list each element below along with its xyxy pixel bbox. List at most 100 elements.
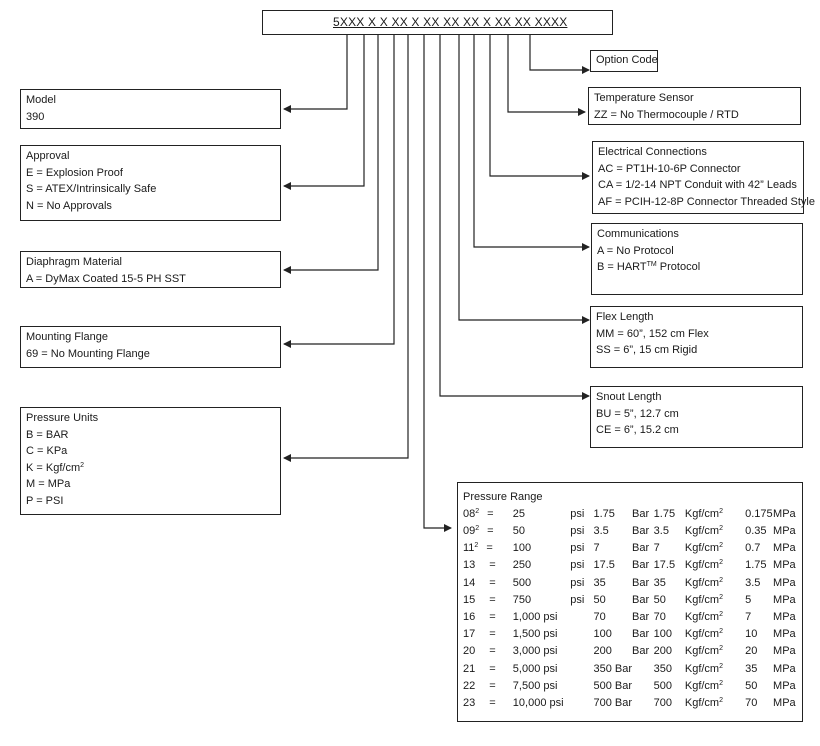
pressure-kgf-cell: 70 [654, 609, 685, 626]
footnote-superscript: 2 [475, 507, 480, 515]
pressure-code-cell-text: 14 [463, 576, 476, 589]
pressure-mpa-cell-text: 3.5 [745, 576, 761, 589]
pressure-units-option-c: C = KPa [26, 445, 68, 457]
connector-communications [473, 35, 590, 251]
connector-approval [283, 35, 365, 190]
pressure-mpa-cell: 70 [745, 695, 773, 712]
electrical-title: Electrical Connections [598, 146, 707, 158]
pressure-units-option-k-text: K = Kgf/cm [26, 461, 81, 474]
connector-model [283, 35, 348, 113]
equals-sign: = [489, 679, 496, 692]
pressure-bar-cell-text: 7 [593, 542, 600, 555]
equals-sign: = [489, 662, 496, 675]
pressure-units-box: Pressure Units B = BAR C = KPa K = Kgf/c… [20, 407, 281, 515]
equals-sign: = [489, 576, 496, 589]
pressure-code-cell-text: 16 [463, 610, 476, 623]
pressure-mpa-cell: 3.5 [745, 574, 773, 591]
pressure-psi-cell: 7,500 psi [513, 677, 570, 694]
pressure-mpa-unit-cell-text: MPa [773, 645, 796, 658]
pressure-bar-cell: 70 [594, 609, 633, 626]
pressure-mpa-cell: 7 [745, 609, 773, 626]
approval-option-n: N = No Approvals [26, 199, 112, 212]
communications-option-a: A = No Protocol [597, 244, 674, 257]
pressure-psi-unit-cell [570, 660, 593, 677]
pressure-kgf-unit-cell-text: Kgf/cm [684, 679, 720, 692]
model-code-box: 5XXX X X XX X XX XX XX X XX XX XXXX [262, 10, 613, 35]
pressure-kgf-unit-cell-text: Kgf/cm [684, 696, 720, 709]
pressure-psi-cell-text: 3,000 psi [512, 645, 558, 658]
pressure-bar-cell: 35 [594, 574, 633, 591]
pressure-mpa-cell: 1.75 [745, 557, 773, 574]
snout-title: Snout Length [596, 391, 662, 403]
pressure-psi-unit-cell-text: psi [570, 542, 585, 555]
superscript: 2 [719, 525, 723, 533]
pressure-code-cell: 23= [463, 695, 513, 712]
pressure-psi-cell-text: 100 [512, 542, 532, 555]
pressure-kgf-cell-text: 50 [653, 593, 666, 606]
pressure-kgf-cell-text: 100 [653, 628, 673, 641]
pressure-mpa-cell: 35 [745, 660, 773, 677]
pressure-mpa-cell-text: 5 [745, 593, 752, 606]
pressure-bar-cell: 200 [594, 643, 633, 660]
pressure-kgf-cell-text: 1.75 [653, 507, 676, 520]
pressure-mpa-cell-text: 1.75 [745, 559, 767, 572]
pressure-bar-unit-cell-text: Bar [632, 610, 650, 623]
pressure-bar-cell-text: 350 Bar [593, 662, 633, 675]
pressure-kgf-unit-cell: Kgf/cm2 [685, 574, 745, 591]
pressure-mpa-cell: 5 [745, 591, 773, 608]
pressure-psi-unit-cell [570, 626, 593, 643]
pressure-kgf-cell-text: 350 [653, 662, 673, 675]
pressure-kgf-cell: 7 [654, 540, 685, 557]
pressure-psi-cell-text: 500 [512, 576, 532, 589]
connector-flex [458, 35, 590, 324]
pressure-code-cell-text: 17 [463, 628, 476, 641]
model-value: 390 [26, 110, 45, 123]
superscript: 2 [719, 559, 723, 567]
pressure-kgf-unit-cell-text: Kgf/cm [684, 525, 720, 538]
pressure-kgf-unit-cell-text: Kgf/cm [684, 507, 720, 520]
pressure-kgf-unit-cell: Kgf/cm2 [685, 626, 745, 643]
pressure-bar-cell: 50 [594, 591, 633, 608]
mounting-option-69: 69 = No Mounting Flange [26, 347, 150, 360]
pressure-bar-cell-text: 70 [593, 610, 606, 623]
pressure-bar-cell: 500 Bar [594, 677, 633, 694]
pressure-bar-cell-text: 200 [593, 645, 612, 658]
pressure-psi-cell: 500 [513, 574, 570, 591]
pressure-psi-unit-cell [570, 609, 593, 626]
trademark-superscript: TM [646, 261, 657, 268]
connector-mounting [283, 35, 395, 348]
pressure-code-cell-text: 15 [463, 593, 476, 606]
pressure-mpa-unit-cell: MPa [773, 557, 797, 574]
pressure-kgf-unit-cell-text: Kgf/cm [684, 593, 720, 606]
equals-sign: = [489, 593, 496, 606]
pressure-code-cell: 14 = [463, 574, 513, 591]
superscript: 2 [719, 542, 723, 550]
pressure-psi-unit-cell-text: psi [570, 507, 585, 520]
temperature-option-zz: ZZ = No Thermocouple / RTD [594, 108, 739, 121]
pressure-code-cell: 13= [463, 557, 513, 574]
pressure-kgf-unit-cell: Kgf/cm2 [685, 557, 745, 574]
pressure-kgf-unit-cell: Kgf/cm2 [685, 591, 745, 608]
superscript: 2 [719, 645, 723, 653]
pressure-mpa-cell-text: 7 [745, 610, 752, 623]
pressure-psi-unit-cell: psi [570, 523, 593, 540]
pressure-code-cell: 22= [463, 677, 513, 694]
pressure-psi-cell: 1,000 psi [513, 609, 570, 626]
pressure-mpa-cell-text: 20 [745, 645, 758, 658]
equals-sign: = [489, 559, 496, 572]
pressure-code-cell: 15 = [463, 591, 513, 608]
pressure-kgf-cell: 50 [654, 591, 685, 608]
pressure-kgf-cell: 350 [654, 660, 685, 677]
pressure-psi-cell: 10,000 psi [513, 695, 570, 712]
pressure-bar-cell-text: 3.5 [593, 525, 609, 538]
pressure-kgf-unit-cell: Kgf/cm2 [685, 660, 745, 677]
pressure-mpa-cell-text: 0.7 [745, 542, 761, 555]
pressure-mpa-unit-cell-text: MPa [773, 525, 796, 538]
pressure-code-cell-text: 08 [463, 507, 476, 520]
approval-option-s: S = ATEX/Intrinsically Safe [26, 183, 157, 195]
